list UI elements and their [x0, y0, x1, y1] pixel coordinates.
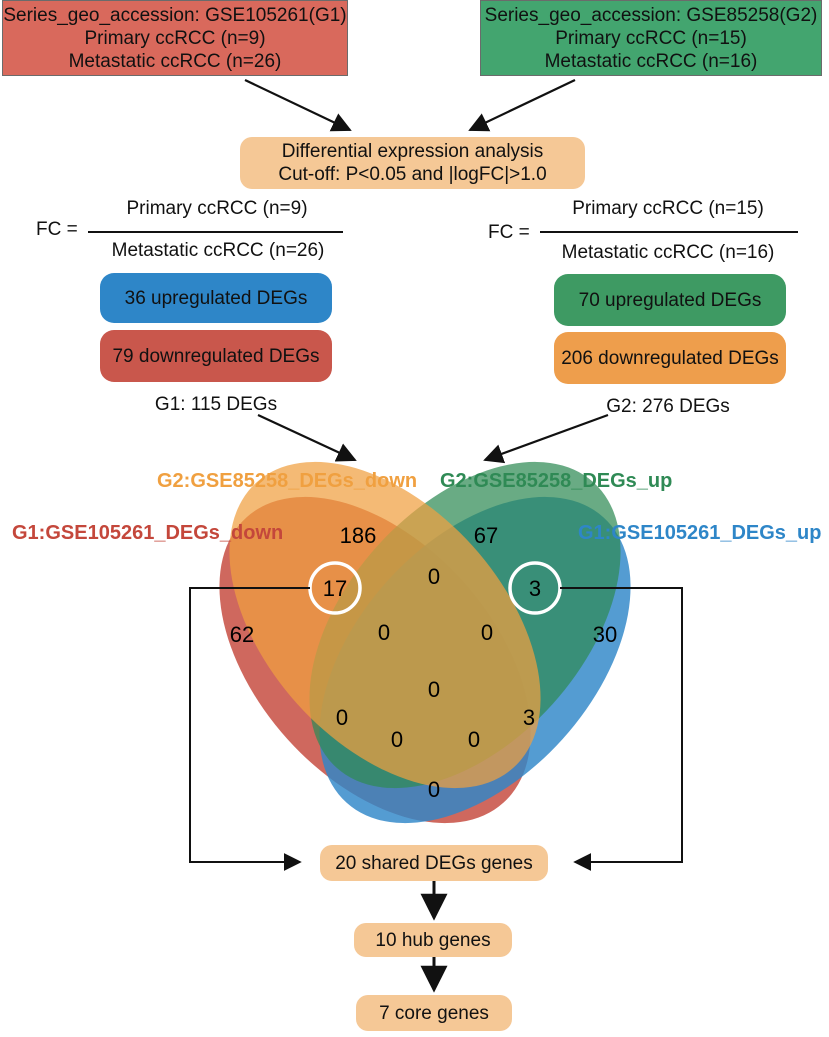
venn-label-g2-up: G2:GSE85258_DEGs_up — [440, 470, 673, 492]
connector-3-to-shared — [560, 587, 683, 871]
fc-g1-label: FC = — [36, 219, 78, 240]
venn-diagram: 186 67 62 30 17 3 0 0 0 0 0 3 0 0 0 — [219, 461, 631, 824]
hub-genes-label: 10 hub genes — [375, 929, 491, 951]
g1-upregulated-box: 36 upregulated DEGs — [100, 273, 332, 323]
venn-count-g2down-g2up-g1up: 0 — [481, 620, 493, 645]
g2-total-degs: G2: 276 DEGs — [606, 396, 730, 417]
g2-primary: Primary ccRCC (n=15) — [555, 27, 747, 49]
connector-17-to-shared — [189, 587, 310, 871]
fc-g2-denominator: Metastatic ccRCC (n=16) — [561, 242, 775, 263]
arrow-g2-to-venn — [483, 413, 609, 464]
analysis-title: Differential expression analysis — [281, 141, 544, 162]
venn-count-g1down-g2down: 17 — [323, 576, 347, 601]
fc-g2-numerator: Primary ccRCC (n=15) — [572, 198, 764, 219]
g1-total-degs: G1: 115 DEGs — [154, 394, 278, 415]
venn-count-only-g1-up: 30 — [593, 622, 617, 647]
venn-count-g2up-g1up: 3 — [529, 576, 541, 601]
venn-count-all-four: 0 — [428, 677, 440, 702]
fc-g2-fraction-bar — [540, 231, 798, 233]
fc-g2-label: FC = — [488, 222, 530, 243]
analysis-box: Differential expression analysis Cut-off… — [240, 137, 585, 189]
venn-label-g1-up: G1:GSE105261_DEGs_up — [578, 522, 822, 544]
g1-primary: Primary ccRCC (n=9) — [84, 27, 266, 49]
venn-count-only-g1-down: 62 — [230, 622, 254, 647]
g1-downregulated-label: 79 downregulated DEGs — [112, 345, 320, 367]
g1-upregulated-label: 36 upregulated DEGs — [124, 287, 308, 309]
arrow-g1-to-analysis — [244, 79, 352, 132]
venn-count-g2down-g1up: 3 — [523, 705, 535, 730]
g2-downregulated-label: 206 downregulated DEGs — [561, 347, 779, 369]
venn-count-only-g2-up: 67 — [474, 523, 498, 548]
fc-g1-fraction-bar — [88, 231, 343, 233]
g2-metastatic: Metastatic ccRCC (n=16) — [544, 50, 758, 72]
fc-g1-numerator: Primary ccRCC (n=9) — [126, 198, 308, 219]
core-genes-label: 7 core genes — [379, 1002, 489, 1024]
venn-count-g1down-g1up: 0 — [428, 777, 440, 802]
g2-upregulated-label: 70 upregulated DEGs — [578, 289, 762, 311]
venn-ellipse-g2-down — [229, 461, 541, 789]
venn-label-g2-down: G2:GSE85258_DEGs_down — [157, 470, 418, 492]
g1-metastatic: Metastatic ccRCC (n=26) — [68, 50, 282, 72]
g1-downregulated-box: 79 downregulated DEGs — [100, 330, 332, 382]
venn-count-g1down-g2down-g1up: 0 — [468, 727, 480, 752]
analysis-cutoff: Cut-off: P<0.05 and |logFC|>1.0 — [278, 164, 547, 185]
g2-source-box: Series_geo_accession: GSE85258(G2) Prima… — [480, 0, 822, 76]
g2-accession: Series_geo_accession: GSE85258(G2) — [484, 4, 818, 26]
fc-g1-denominator: Metastatic ccRCC (n=26) — [111, 240, 325, 261]
core-genes-box: 7 core genes — [356, 995, 512, 1031]
g2-downregulated-box: 206 downregulated DEGs — [554, 332, 786, 384]
venn-count-g1down-g2up: 0 — [336, 705, 348, 730]
g1-accession: Series_geo_accession: GSE105261(G1) — [3, 4, 347, 26]
hub-genes-box: 10 hub genes — [354, 923, 512, 957]
arrow-g1-to-venn — [257, 414, 357, 462]
arrow-g2-to-analysis — [468, 79, 576, 132]
venn-label-g1-down: G1:GSE105261_DEGs_down — [12, 522, 284, 544]
venn-count-g2down-g2up: 0 — [428, 564, 440, 589]
g2-upregulated-box: 70 upregulated DEGs — [554, 274, 786, 326]
g1-source-box: Series_geo_accession: GSE105261(G1) Prim… — [2, 0, 348, 76]
shared-degs-box: 20 shared DEGs genes — [320, 845, 548, 881]
shared-degs-label: 20 shared DEGs genes — [335, 852, 533, 874]
venn-count-only-g2-down: 186 — [340, 523, 377, 548]
venn-count-g1down-g2up-g1up: 0 — [391, 727, 403, 752]
venn-count-g1down-g2down-g2up: 0 — [378, 620, 390, 645]
